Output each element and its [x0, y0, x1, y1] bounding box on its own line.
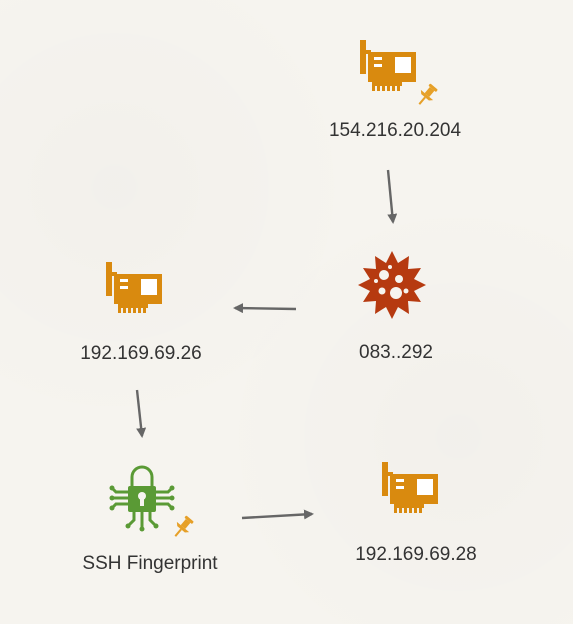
node-label: SSH Fingerprint	[82, 553, 218, 574]
node-label: 192.169.69.28	[355, 544, 477, 565]
edge-n4-n5	[241, 509, 314, 520]
node-label: 192.169.69.26	[80, 343, 202, 364]
edge-n1-n2	[386, 169, 398, 224]
pin-icon	[174, 515, 194, 537]
network-card-icon	[360, 40, 416, 91]
malware-virus-icon	[358, 251, 426, 319]
node-label: 083..292	[359, 342, 433, 363]
edge-n2-n3	[233, 303, 297, 314]
network-card-icon	[382, 462, 438, 513]
edge-n3-n4	[135, 389, 147, 438]
node-label: 154.216.20.204	[328, 120, 462, 141]
lock-circuit-icon	[109, 465, 175, 532]
pin-icon	[418, 83, 438, 105]
network-card-icon	[106, 262, 162, 313]
